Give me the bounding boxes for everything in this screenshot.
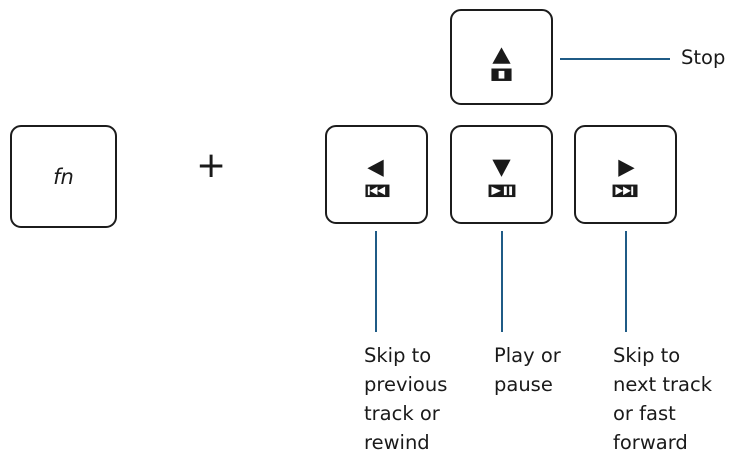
stop-key xyxy=(450,9,553,105)
fn-key: fn xyxy=(10,125,117,228)
stop-leader-line xyxy=(560,58,670,60)
right-arrow-icon xyxy=(618,159,635,177)
previous-track-label: Skip to previous track or rewind xyxy=(364,344,448,454)
plus-sign: + xyxy=(196,145,227,186)
stop-icon xyxy=(491,47,512,81)
play-pause-icon xyxy=(488,159,516,198)
up-arrow-icon xyxy=(492,47,511,64)
stop-label: Stop xyxy=(681,46,726,69)
play-pause-label: Play or pause xyxy=(494,344,561,396)
skip-previous-icon xyxy=(365,159,390,198)
left-arrow-icon xyxy=(367,159,384,177)
down-arrow-icon xyxy=(492,159,511,177)
fn-key-label: fn xyxy=(53,164,74,189)
next-leader-line xyxy=(625,231,627,332)
play-pause-key xyxy=(450,125,553,224)
previous-leader-line xyxy=(375,231,377,332)
skip-next-icon xyxy=(612,159,638,198)
previous-track-key xyxy=(325,125,428,224)
next-track-label: Skip to next track or fast forward xyxy=(613,344,713,454)
next-track-key xyxy=(574,125,677,224)
play-leader-line xyxy=(501,231,503,332)
